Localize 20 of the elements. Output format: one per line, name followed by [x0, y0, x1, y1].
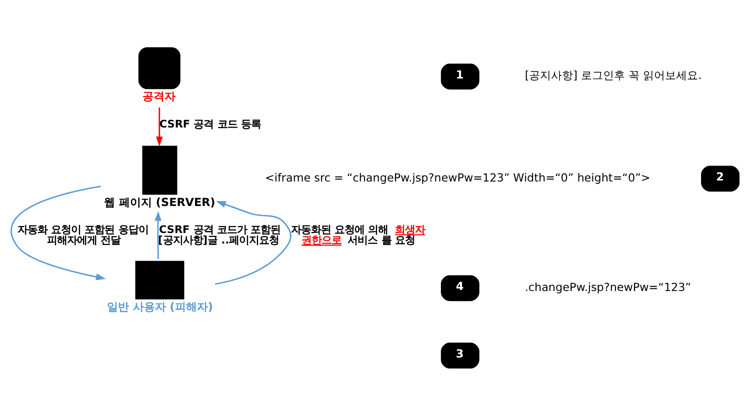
node-person — [138, 47, 180, 90]
arrow — [154, 211, 162, 260]
edge-label: 자동화 요청이 포함된 응답이 피해자에게 전달 — [17, 224, 148, 247]
edge-label: 자동화된 요청에 의해 희생자 권한으로 서비스 를 요청 — [290, 224, 426, 247]
label: 4 — [456, 280, 464, 294]
label: 2 — [716, 170, 724, 184]
node-label: 일반 사용자 (피해자) — [106, 300, 213, 314]
node-computer — [135, 260, 184, 300]
node-label: 공격자 — [142, 90, 176, 104]
arrow — [214, 200, 292, 285]
label: [공지사항] 로그인후 꼭 읽어보세요. — [524, 69, 702, 82]
edge-label: CSRF 공격 코드가 포함된 [공지사항]글 ..페이지요청 — [158, 224, 281, 247]
label: 1 — [456, 68, 464, 82]
node-label: 웹 페이지 (SERVER) — [104, 196, 216, 209]
arrow — [10, 186, 106, 280]
node-server — [142, 146, 178, 195]
label: <iframe src = “changePw.jsp?newPw=123” Width=“0” height=“0”> — [265, 171, 650, 184]
label: .changePw.jsp?newPw=“123” — [524, 280, 692, 294]
arrow — [156, 107, 163, 146]
label: 3 — [456, 348, 464, 361]
